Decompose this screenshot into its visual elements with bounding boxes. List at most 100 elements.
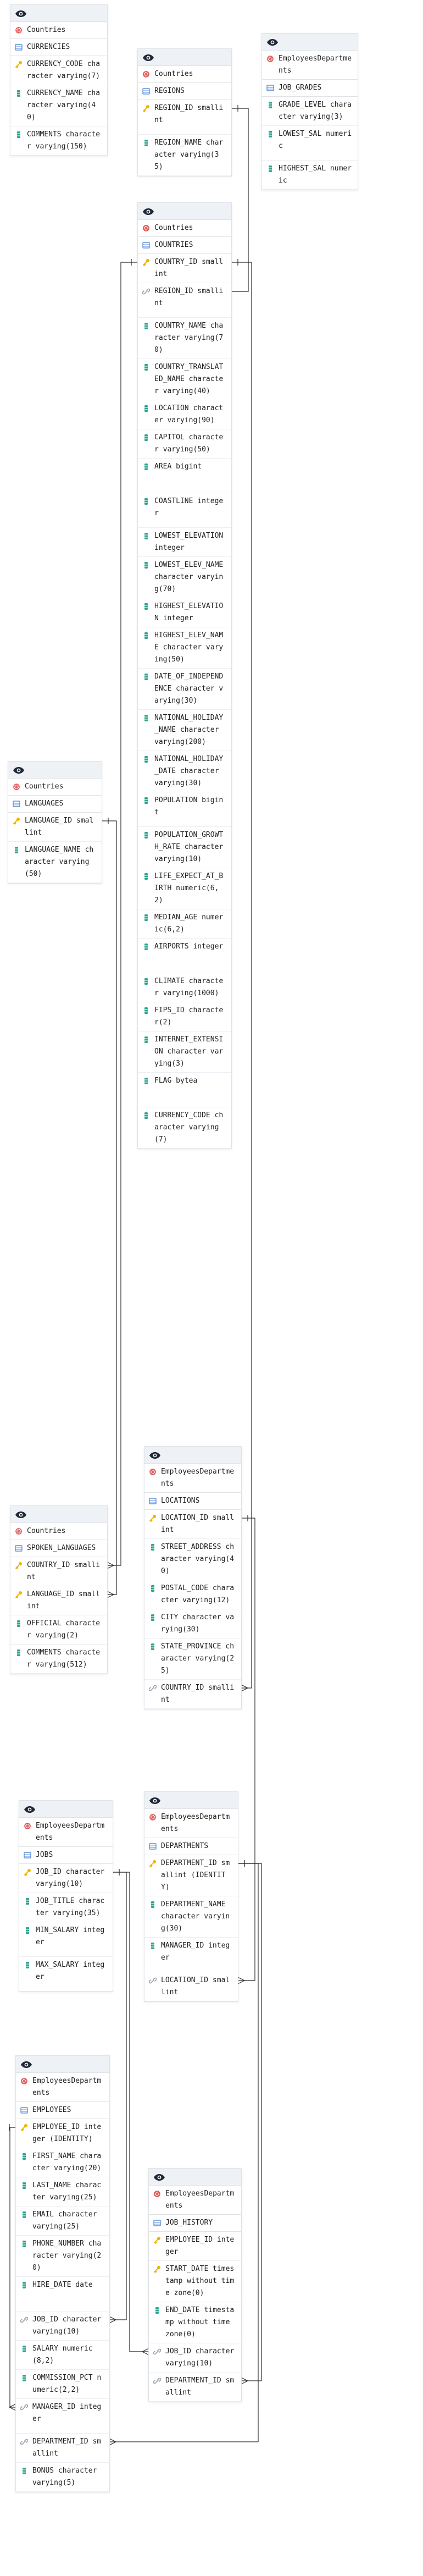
column-row[interactable]: DEPARTMENT_NAME character varying(30) (144, 1896, 238, 1938)
column-row[interactable]: COMMENTS character varying(150) (10, 126, 107, 156)
column-row[interactable]: FIRST_NAME character varying(20) (16, 2148, 109, 2177)
column-row[interactable]: MANAGER_ID integer (144, 1938, 238, 1972)
table-name[interactable]: EMPLOYEES (16, 2102, 109, 2119)
column-row[interactable]: END_DATE timestamp without time zone(0) (149, 2302, 241, 2343)
column-row[interactable]: LOCATION_ID smallint (144, 1972, 238, 2001)
column-row[interactable]: START_DATE timestamp without time zone(0… (149, 2261, 241, 2302)
column-row[interactable]: GRADE_LEVEL character varying(3) (262, 97, 358, 126)
column-row[interactable]: MAX_SALARY integer (19, 1957, 113, 1992)
column-row[interactable]: MANAGER_ID integer (16, 2399, 109, 2434)
column-row[interactable]: REGION_NAME character varying(35) (138, 135, 231, 176)
column-row[interactable]: HIRE_DATE date (16, 2277, 109, 2312)
column-row[interactable]: STATE_PROVINCE character varying(25) (144, 1639, 241, 1680)
column-row[interactable]: MEDIAN_AGE numeric(6,2) (138, 909, 231, 939)
column-row[interactable]: INTERNET_EXTENSION character varying(3) (138, 1031, 231, 1073)
column-row[interactable]: LANGUAGE_NAME character varying(50) (8, 842, 102, 883)
column-row[interactable]: LANGUAGE_ID smallint (10, 1586, 107, 1615)
schema-name[interactable]: Countries (10, 22, 107, 39)
column-row[interactable]: JOB_ID character varying(10) (149, 2343, 241, 2373)
column-row[interactable]: CURRENCY_NAME character varying(40) (10, 85, 107, 126)
column-row[interactable]: CLIMATE character varying(1000) (138, 973, 231, 1002)
column-row[interactable]: POPULATION bigint (138, 792, 231, 827)
column-row[interactable]: CURRENCY_CODE character varying(7) (10, 56, 107, 85)
column-row[interactable]: COUNTRY_ID smallint (138, 254, 231, 283)
column-row[interactable]: BONUS character varying(5) (16, 2463, 109, 2492)
column-row[interactable]: CAPITOL character varying(50) (138, 429, 231, 459)
table-name[interactable]: DEPARTMENTS (144, 1838, 238, 1855)
column-row[interactable]: HIGHEST_SAL numeric (262, 161, 358, 190)
column-row[interactable]: EMPLOYEE_ID integer (149, 2232, 241, 2261)
schema-name[interactable]: Countries (138, 220, 231, 237)
table-name[interactable]: LANGUAGES (8, 796, 102, 813)
column-row[interactable]: COASTLINE integer (138, 493, 231, 528)
column-row[interactable]: DATE_OF_INDEPENDENCE character varying(3… (138, 669, 231, 710)
column-row[interactable]: EMPLOYEE_ID integer (IDENTITY) (16, 2119, 109, 2148)
schema-name[interactable]: EmployeesDepartments (144, 1809, 238, 1838)
column-row[interactable]: REGION_ID smallint (138, 100, 231, 135)
table-name[interactable]: REGIONS (138, 83, 231, 100)
column-row[interactable]: POSTAL_CODE character varying(12) (144, 1580, 241, 1609)
table-name[interactable]: JOBS (19, 1847, 113, 1864)
column-row[interactable]: FLAG bytea (138, 1073, 231, 1107)
column-row[interactable]: CURRENCY_CODE character varying(7) (138, 1107, 231, 1149)
schema-name[interactable]: EmployeesDepartments (149, 2186, 241, 2215)
column-row[interactable]: DEPARTMENT_ID smallint (149, 2373, 241, 2402)
column-row[interactable]: NATIONAL_HOLIDAY_DATE character varying(… (138, 751, 231, 792)
table-name[interactable]: COUNTRIES (138, 237, 231, 254)
column-row[interactable]: COUNTRY_ID smallint (10, 1557, 107, 1586)
column-row[interactable]: COMMENTS character varying(512) (10, 1645, 107, 1674)
column-row[interactable]: SALARY numeric(8,2) (16, 2341, 109, 2370)
eye-icon[interactable] (142, 53, 154, 61)
column-row[interactable]: LOCATION character varying(90) (138, 400, 231, 429)
column-row[interactable]: JOB_ID character varying(10) (19, 1864, 113, 1893)
eye-icon[interactable] (153, 2173, 165, 2181)
column-row[interactable]: COMMISSION_PCT numeric(2,2) (16, 2370, 109, 2399)
column-row[interactable]: COUNTRY_ID smallint (144, 1680, 241, 1709)
eye-icon[interactable] (24, 1805, 36, 1813)
eye-icon[interactable] (15, 1510, 27, 1518)
eye-icon[interactable] (15, 9, 27, 17)
column-row[interactable]: HIGHEST_ELEV_NAME character varying(50) (138, 627, 231, 669)
column-row[interactable]: OFFICIAL character varying(2) (10, 1615, 107, 1645)
column-row[interactable]: FIPS_ID character(2) (138, 1002, 231, 1031)
column-row[interactable]: REGION_ID smallint (138, 283, 231, 318)
eye-icon[interactable] (149, 1796, 161, 1804)
column-row[interactable]: AREA bigint (138, 459, 231, 493)
column-row[interactable]: COUNTRY_TRANSLATED_NAME character varyin… (138, 359, 231, 400)
column-row[interactable]: COUNTRY_NAME character varying(70) (138, 318, 231, 359)
schema-name[interactable]: Countries (138, 66, 231, 83)
schema-name[interactable]: EmployeesDepartments (144, 1464, 241, 1493)
column-row[interactable]: EMAIL character varying(25) (16, 2207, 109, 2236)
table-name[interactable]: CURRENCIES (10, 39, 107, 56)
column-row[interactable]: AIRPORTS integer (138, 939, 231, 973)
column-row[interactable]: JOB_TITLE character varying(35) (19, 1893, 113, 1922)
column-row[interactable]: JOB_ID character varying(10) (16, 2312, 109, 2341)
column-row[interactable]: STREET_ADDRESS character varying(40) (144, 1539, 241, 1580)
schema-name[interactable]: Countries (8, 779, 102, 796)
column-row[interactable]: POPULATION_GROWTH_RATE character varying… (138, 827, 231, 868)
column-row[interactable]: LOCATION_ID smallint (144, 1510, 241, 1539)
column-row[interactable]: DEPARTMENT_ID smallint (16, 2434, 109, 2463)
column-row[interactable]: LOWEST_SAL numeric (262, 126, 358, 161)
column-row[interactable]: MIN_SALARY integer (19, 1922, 113, 1957)
column-row[interactable]: NATIONAL_HOLIDAY_NAME character varying(… (138, 710, 231, 751)
column-row[interactable]: LAST_NAME character varying(25) (16, 2177, 109, 2207)
eye-icon[interactable] (266, 38, 279, 46)
column-row[interactable]: HIGHEST_ELEVATION integer (138, 598, 231, 627)
table-name[interactable]: SPOKEN_LANGUAGES (10, 1540, 107, 1557)
table-name[interactable]: LOCATIONS (144, 1493, 241, 1510)
schema-name[interactable]: Countries (10, 1523, 107, 1540)
eye-icon[interactable] (20, 2060, 32, 2068)
column-row[interactable]: LIFE_EXPECT_AT_BIRTH numeric(6,2) (138, 868, 231, 909)
